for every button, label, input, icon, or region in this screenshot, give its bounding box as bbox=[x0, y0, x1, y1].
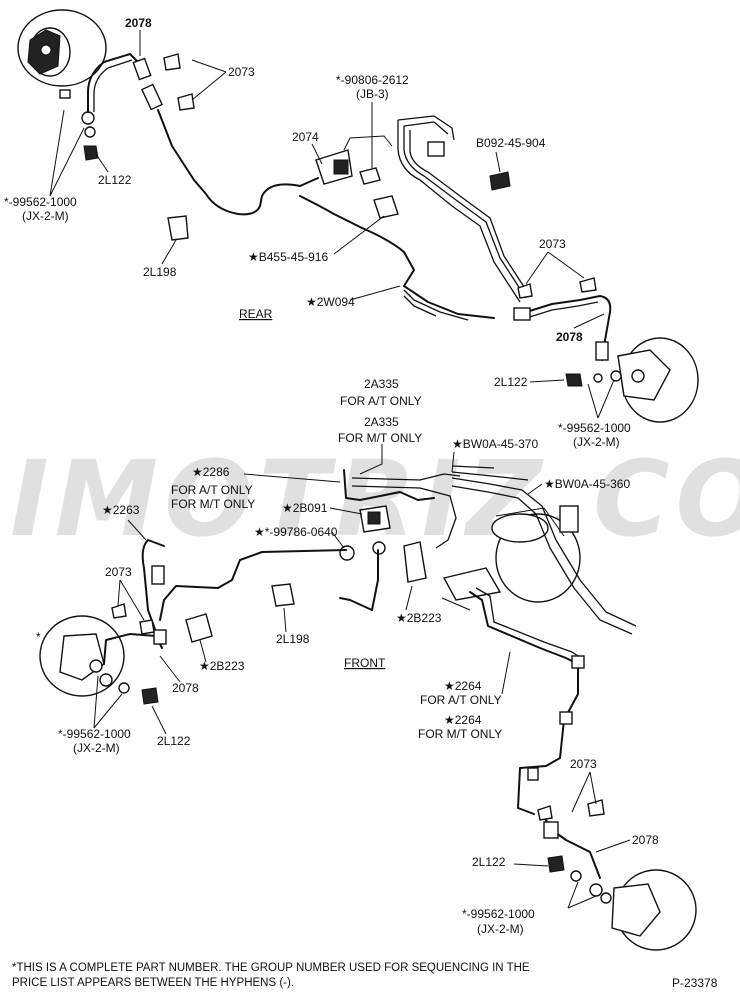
label-rear-left-jx: (JX-2-M) bbox=[22, 209, 69, 223]
rear-clips bbox=[163, 53, 511, 241]
front-right-line-path bbox=[469, 587, 585, 815]
label-front-2264-mt-note: FOR M/T ONLY bbox=[418, 727, 502, 741]
front-junction-block bbox=[339, 469, 461, 583]
label-front-2a335-at-note: FOR A/T ONLY bbox=[340, 394, 422, 408]
label-front-2264-at-note: FOR A/T ONLY bbox=[420, 693, 502, 707]
label-rear-left-2073: 2073 bbox=[228, 65, 255, 79]
label-front-left-2073: 2073 bbox=[105, 565, 132, 579]
label-rear-jb3: (JB-3) bbox=[356, 87, 389, 101]
front-left-brake-assembly bbox=[39, 603, 213, 705]
section-label-rear: REAR bbox=[239, 307, 273, 321]
rear-left-hose bbox=[87, 53, 164, 113]
footnote-line-1: *THIS IS A COMPLETE PART NUMBER. THE GRO… bbox=[12, 962, 530, 974]
section-label-front: FRONT bbox=[344, 656, 386, 670]
label-front-2a335-mt-note: FOR M/T ONLY bbox=[338, 431, 422, 445]
label-rear-left-2l122: 2L122 bbox=[98, 173, 132, 187]
rear-right-brake-assembly bbox=[565, 337, 699, 423]
label-front-99786: ★*-99786-0640 bbox=[254, 525, 338, 539]
rear-left-brake-assembly bbox=[17, 9, 107, 161]
label-rear-right-2073: 2073 bbox=[539, 237, 566, 251]
label-front-2l198: 2L198 bbox=[276, 632, 310, 646]
label-front-left-99562: *-99562-1000 bbox=[58, 727, 131, 741]
front-right-brake-assembly bbox=[537, 799, 697, 951]
label-front-2286-at: FOR A/T ONLY bbox=[171, 483, 253, 497]
label-front-2264-mt: ★2264 bbox=[444, 713, 482, 727]
label-rear-2074: 2074 bbox=[292, 130, 319, 144]
label-rear-2w094: ★2W094 bbox=[306, 295, 355, 309]
label-front-bw0a-370: ★BW0A-45-370 bbox=[452, 437, 538, 451]
label-rear-b092: B092-45-904 bbox=[476, 136, 546, 150]
label-front-2286: ★2286 bbox=[192, 465, 230, 479]
rear-main-lines bbox=[397, 115, 531, 321]
label-front-2a335-at: 2A335 bbox=[364, 377, 399, 391]
rear-line-path bbox=[157, 109, 495, 319]
label-front-bw0a-360: ★BW0A-45-360 bbox=[544, 477, 630, 491]
label-front-right-2l122: 2L122 bbox=[472, 855, 506, 869]
label-front-2b223-right: ★2B223 bbox=[396, 611, 442, 625]
label-front-left-2l122: 2L122 bbox=[157, 734, 191, 748]
front-right-main-lines bbox=[451, 465, 637, 635]
label-rear-right-2l122: 2L122 bbox=[494, 375, 528, 389]
rear-right-hose bbox=[513, 277, 612, 361]
label-rear-90806: *-90806-2612 bbox=[336, 73, 409, 87]
front-leader-lines bbox=[93, 444, 631, 909]
label-front-left-star: * bbox=[36, 630, 41, 644]
label-rear-right-2078: 2078 bbox=[556, 330, 583, 344]
label-rear-right-99562: *-99562-1000 bbox=[558, 421, 631, 435]
front-left-line-path bbox=[141, 539, 379, 633]
footnote-line-2: PRICE LIST APPEARS BETWEEN THE HYPHENS (… bbox=[12, 977, 295, 989]
label-front-2b091: ★2B091 bbox=[282, 501, 328, 515]
figure-id: P-23378 bbox=[672, 976, 718, 990]
watermark-text: IMOTRIZ.COM bbox=[10, 438, 740, 560]
label-front-2a335-mt: 2A335 bbox=[364, 415, 399, 429]
front-master-cylinder-booster bbox=[441, 505, 581, 611]
label-front-right-jx: (JX-2-M) bbox=[477, 922, 524, 936]
label-rear-b455: ★B455-45-916 bbox=[248, 250, 328, 264]
label-rear-2l198: 2L198 bbox=[143, 265, 177, 279]
label-front-right-2078: 2078 bbox=[632, 833, 659, 847]
label-front-right-99562: *-99562-1000 bbox=[462, 907, 535, 921]
label-front-2263: ★2263 bbox=[102, 503, 140, 517]
rear-leader-lines bbox=[49, 30, 615, 419]
label-front-left-2078: 2078 bbox=[172, 681, 199, 695]
footnote: *THIS IS A COMPLETE PART NUMBER. THE GRO… bbox=[12, 961, 612, 991]
label-rear-left-99562: *-99562-1000 bbox=[4, 195, 77, 209]
rear-junction-block bbox=[315, 135, 393, 185]
label-front-2b223-left: ★2B223 bbox=[199, 659, 245, 673]
label-rear-right-jx: (JX-2-M) bbox=[573, 435, 620, 449]
label-front-left-jx: (JX-2-M) bbox=[73, 741, 120, 755]
label-rear-left-2078: 2078 bbox=[125, 16, 152, 30]
label-front-2286-mt: FOR M/T ONLY bbox=[171, 497, 255, 511]
label-front-right-2073: 2073 bbox=[570, 757, 597, 771]
label-front-2264-at: ★2264 bbox=[444, 679, 482, 693]
